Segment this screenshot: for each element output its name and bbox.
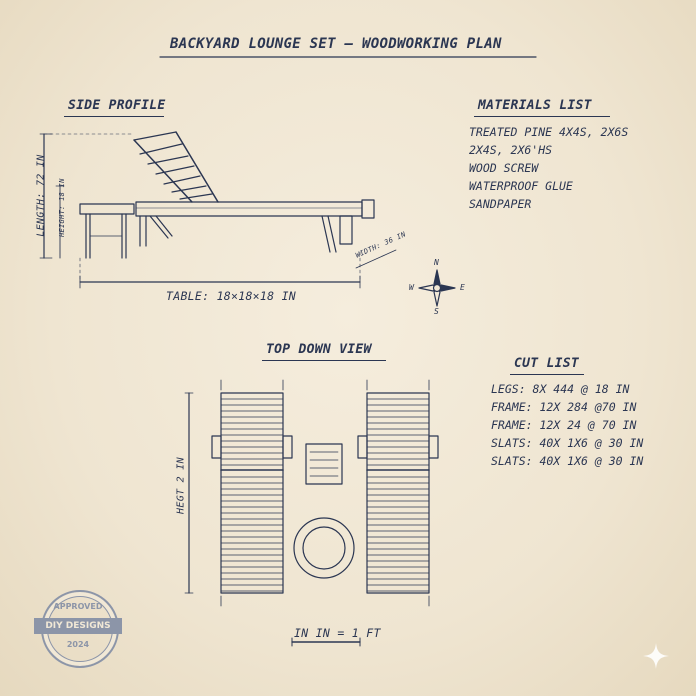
side-profile-heading: SIDE PROFILE xyxy=(68,98,166,113)
stamp-bottom-text: 2024 xyxy=(66,640,90,649)
cut-list-underline xyxy=(510,374,584,375)
page-title: BACKYARD LOUNGE SET – WOODWORKING PLAN xyxy=(170,36,502,52)
side-table xyxy=(79,203,135,259)
materials-underline xyxy=(474,116,610,117)
materials-item: TREATED PINE 4X4S, 2X6S xyxy=(469,125,629,139)
stamp-banner: DIY DESIGNS xyxy=(34,618,122,634)
materials-item: WOOD SCREW xyxy=(469,161,539,175)
cut-list: LEGS: 8X 444 @ 18 IN FRAME: 12X 284 @70 … xyxy=(491,380,643,470)
cut-list-heading: CUT LIST xyxy=(514,356,580,371)
materials-item: 2X4S, 2X6'HS xyxy=(469,143,553,157)
cut-list-item: SLATS: 40X 1X6 @ 30 IN xyxy=(491,436,644,450)
stamp-top-text: APPROVED xyxy=(53,602,103,611)
approved-stamp: APPROVED DIY DESIGNS 2024 xyxy=(34,590,124,668)
compass-s: S xyxy=(434,307,440,316)
top-down-height-label: HEGT 2 IN xyxy=(175,457,187,514)
compass-e: E xyxy=(460,283,466,292)
height-label: HEIGHT: 18 IN xyxy=(58,178,66,237)
materials-item: WATERPROOF GLUE xyxy=(469,179,573,193)
compass-w: W xyxy=(409,283,415,292)
side-profile-drawing xyxy=(39,131,397,289)
compass-n: N xyxy=(434,258,440,267)
right-lounger-top xyxy=(357,392,439,594)
table-label: TABLE: 18×18×18 IN xyxy=(166,289,297,303)
round-pit xyxy=(293,517,355,579)
materials-heading: MATERIALS LIST xyxy=(478,98,592,113)
scale-label: IN IN = 1 FT xyxy=(294,626,381,640)
top-down-heading: TOP DOWN VIEW xyxy=(266,342,372,357)
cut-list-item: FRAME: 12X 24 @ 70 IN xyxy=(491,418,637,432)
materials-list: TREATED PINE 4X4S, 2X6S 2X4S, 2X6'HS WOO… xyxy=(469,123,628,213)
left-lounger-top xyxy=(211,392,293,594)
cut-list-item: SLATS: 40X 1X6 @ 30 IN xyxy=(491,454,644,468)
compass-rose xyxy=(418,269,456,307)
table-top-view xyxy=(305,443,343,485)
lounger-side xyxy=(133,131,375,253)
materials-item: SANDPAPER xyxy=(469,197,532,211)
side-profile-underline xyxy=(64,116,164,117)
top-down-underline xyxy=(262,360,386,361)
length-label: LENGTH: 72 IN xyxy=(35,154,47,237)
sparkle-icon xyxy=(643,643,669,669)
cut-list-item: FRAME: 12X 284 @70 IN xyxy=(491,400,637,414)
cut-list-item: LEGS: 8X 444 @ 18 IN xyxy=(491,382,630,396)
